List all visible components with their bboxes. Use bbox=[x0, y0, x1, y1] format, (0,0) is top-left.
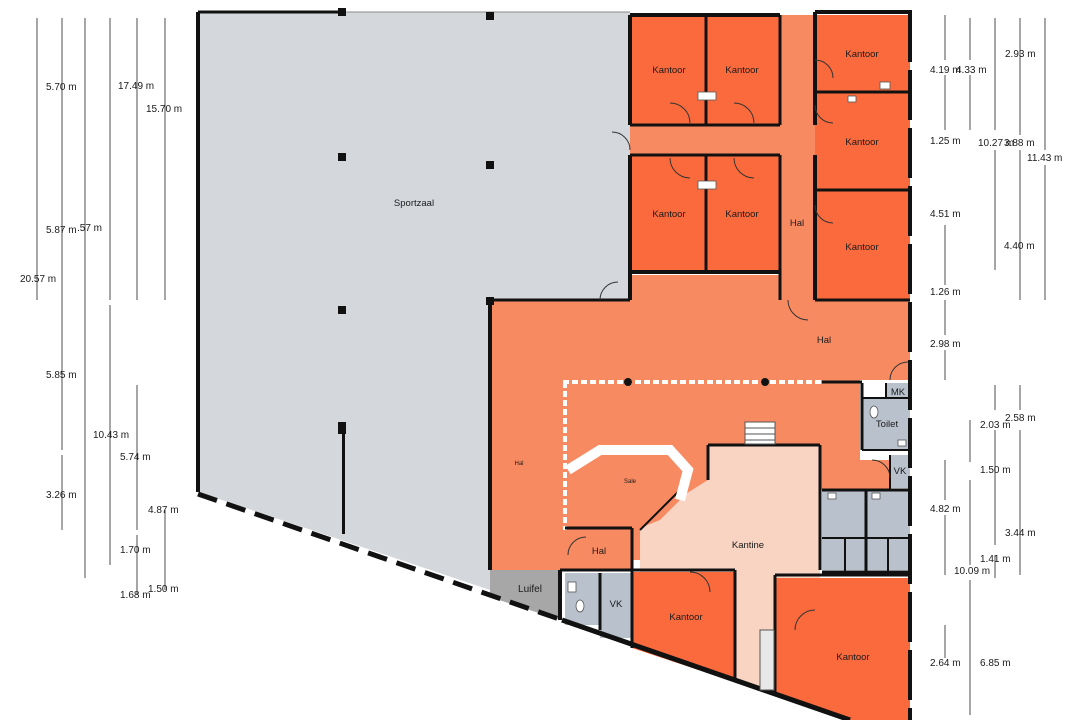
dim-right-1-41: 1.41 m bbox=[980, 554, 1011, 565]
dim-right-2-93: 2.93 m bbox=[1005, 49, 1036, 60]
dim-left-5-85: 5.85 m bbox=[46, 370, 77, 381]
dim-left-17-49: 17.49 m bbox=[118, 81, 154, 92]
dim-right-6-85: 6.85 m bbox=[980, 658, 1011, 669]
sale-area bbox=[568, 450, 688, 528]
label-sportzaal: Sportzaal bbox=[394, 198, 434, 209]
label-kantoor-6: Kantoor bbox=[725, 209, 758, 220]
hal-corridor-area bbox=[780, 15, 815, 300]
label-hal-lower: Hal bbox=[592, 546, 606, 557]
label-hal-main: Hal bbox=[817, 335, 831, 346]
vk-right-area bbox=[890, 455, 910, 488]
label-kantine: Kantine bbox=[732, 540, 764, 551]
label-kantoor-4: Kantoor bbox=[845, 137, 878, 148]
dim-right-3-44: 3.44 m bbox=[1005, 528, 1036, 539]
dimension-lines-right bbox=[944, 15, 1046, 715]
dim-left-20-57: 20.57 m bbox=[20, 274, 56, 285]
label-mk: MK bbox=[891, 387, 906, 398]
dim-right-11-43: 11.43 m bbox=[1027, 153, 1062, 164]
mk-area bbox=[886, 383, 910, 398]
dim-right-2-98: 2.98 m bbox=[930, 339, 961, 350]
dim-right-2-64: 2.64 m bbox=[930, 658, 961, 669]
dim-left-5-70: 5.70 m bbox=[46, 82, 77, 93]
dim-left-4-87: 4.87 m bbox=[148, 505, 179, 516]
dim-left-57: .57 m bbox=[77, 223, 102, 234]
dim-left-10-43: 10.43 m bbox=[93, 430, 129, 441]
dim-right-1-25: 1.25 m bbox=[930, 136, 961, 147]
dim-right-4-40: 4.40 m bbox=[1004, 241, 1035, 252]
dim-right-4-19: 4.19 m bbox=[930, 65, 961, 76]
doors bbox=[567, 59, 909, 631]
label-kantoor-5: Kantoor bbox=[652, 209, 685, 220]
dim-right-10-27: 10.27 m bbox=[978, 138, 1014, 149]
dim-left-15-70: 15.70 m bbox=[146, 104, 182, 115]
label-kantoor-3: Kantoor bbox=[845, 49, 878, 60]
dim-left-1-50: 1.50 m bbox=[148, 584, 179, 595]
dimension-lines-left bbox=[36, 18, 166, 595]
label-vk-right: VK bbox=[894, 466, 907, 477]
dim-left-1-68: 1.68 m bbox=[120, 590, 151, 601]
walls bbox=[196, 10, 912, 720]
dim-left-3-26: 3.26 m bbox=[46, 490, 77, 501]
dim-right-4-82: 4.82 m bbox=[930, 504, 961, 515]
label-hal-small-left: Hal bbox=[514, 461, 523, 467]
dim-right-1-50: 1.50 m bbox=[980, 465, 1011, 476]
dim-left-5-87: 5.87 m bbox=[46, 225, 77, 236]
office-area-right bbox=[815, 15, 910, 300]
label-hal-corridor: Hal bbox=[790, 218, 804, 229]
label-kantoor-7: Kantoor bbox=[845, 242, 878, 253]
sanitary-fixtures bbox=[567, 81, 907, 613]
label-kantoor-8: Kantoor bbox=[669, 612, 702, 623]
label-kantoor-2: Kantoor bbox=[725, 65, 758, 76]
label-vk-lower: VK bbox=[610, 599, 623, 610]
label-sale: Sale bbox=[624, 479, 637, 485]
dim-right-2-03: 2.03 m bbox=[980, 420, 1011, 431]
dim-right-3-88: 3.88 m bbox=[1004, 138, 1035, 149]
dim-right-10-09: 10.09 m bbox=[954, 566, 990, 577]
dim-right-1-26: 1.26 m bbox=[930, 287, 961, 298]
stairs bbox=[744, 421, 776, 691]
office-lower-right-area bbox=[775, 578, 910, 720]
dim-left-5-74: 5.74 m bbox=[120, 452, 151, 463]
sportzaal-area bbox=[198, 12, 630, 590]
label-kantoor-9: Kantoor bbox=[836, 652, 869, 663]
wc-lower-area bbox=[565, 573, 600, 625]
dim-left-1-70: 1.70 m bbox=[120, 545, 151, 556]
office-lower-left-area bbox=[632, 572, 735, 682]
columns bbox=[338, 8, 769, 534]
vk-lower-area bbox=[600, 573, 632, 638]
luifel-area bbox=[490, 570, 560, 620]
label-luifel: Luifel bbox=[518, 584, 542, 595]
dim-right-4-51: 4.51 m bbox=[930, 209, 961, 220]
label-toilet: Toilet bbox=[876, 419, 899, 430]
hal-small-area bbox=[565, 528, 633, 570]
label-kantoor-1: Kantoor bbox=[652, 65, 685, 76]
dim-right-2-58: 2.58 m bbox=[1005, 413, 1036, 424]
dim-right-4-33: 4.33 m bbox=[956, 65, 987, 76]
